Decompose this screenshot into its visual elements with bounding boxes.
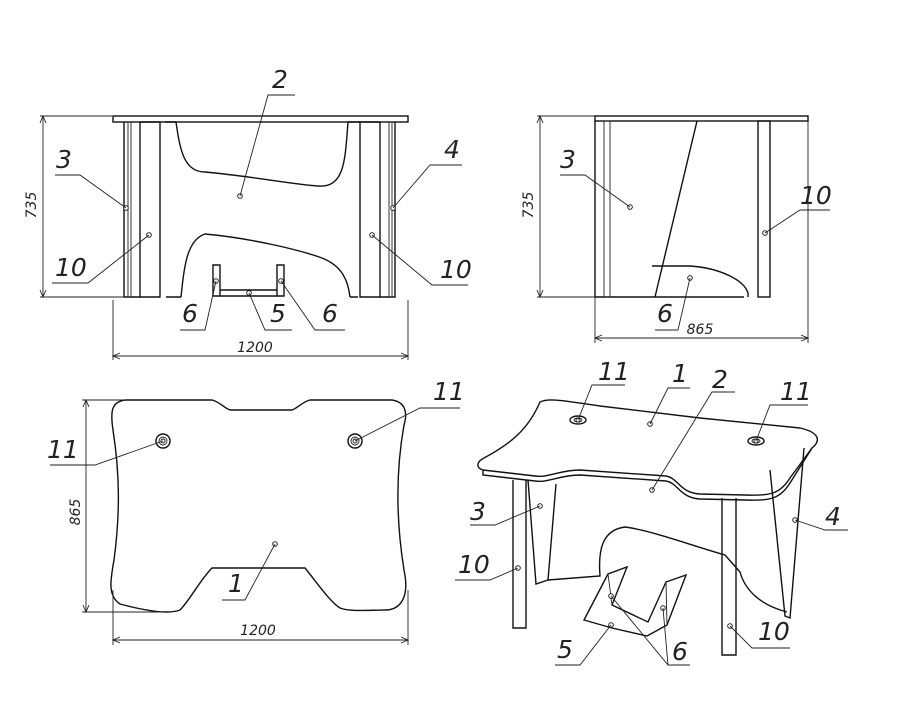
iso-grommet-left [569, 415, 587, 425]
front-left-leg [140, 121, 161, 298]
top-grommet-left [155, 433, 171, 449]
side-callout-3: 3 [560, 145, 576, 174]
iso-callout-1: 1 [672, 359, 688, 388]
front-right-leg [359, 121, 380, 298]
iso-callout-5: 5 [557, 635, 573, 664]
side-tabletop [594, 115, 809, 122]
top-depth-dim: 865 [68, 499, 84, 526]
iso-tabletop-top [477, 399, 819, 496]
front-height-dim: 735 [24, 192, 40, 219]
iso-callout-4: 4 [825, 502, 841, 531]
front-modesty-lower [180, 233, 351, 298]
side-callout-10: 10 [800, 181, 832, 210]
front-callout-2: 2 [272, 65, 288, 94]
side-height-dim: 735 [521, 192, 537, 219]
side-callout-6: 6 [657, 299, 673, 328]
iso-left-panel [527, 479, 557, 585]
side-panel-outline [594, 121, 744, 298]
iso-tabletop-edge [482, 447, 813, 501]
front-callout-6-left: 6 [182, 299, 198, 328]
front-callout-10-left: 10 [55, 253, 87, 282]
iso-right-panel [769, 447, 805, 620]
front-view: 735 1200 2 3 4 10 10 6 5 6 [24, 65, 472, 360]
iso-callout-10-right: 10 [758, 617, 790, 646]
side-view: 735 865 3 10 6 [521, 114, 832, 343]
iso-view: 11 1 2 11 3 4 10 10 5 6 [455, 357, 848, 666]
top-grommet-right [347, 433, 363, 449]
side-depth-dim: 865 [687, 322, 714, 338]
side-panel-diagonal [654, 120, 698, 298]
iso-callout-11-left: 11 [598, 357, 630, 386]
top-callout-11-right: 11 [433, 377, 465, 406]
front-callout-6-right: 6 [322, 299, 338, 328]
front-callout-3: 3 [56, 145, 72, 174]
front-callout-4: 4 [444, 135, 460, 164]
top-tabletop-outline [110, 399, 407, 613]
iso-callout-6: 6 [672, 637, 688, 666]
iso-right-leg [721, 498, 737, 656]
top-width-dim: 1200 [240, 623, 276, 639]
top-view: 865 1200 11 11 1 [47, 377, 465, 645]
top-callout-1: 1 [228, 569, 244, 598]
side-leg [757, 120, 771, 298]
front-footrest-shelf [220, 289, 277, 297]
side-footrest [652, 265, 749, 297]
iso-callout-11-right: 11 [780, 377, 812, 406]
front-callout-10-right: 10 [440, 255, 472, 284]
iso-modesty-panel [547, 526, 788, 613]
iso-callout-10-left: 10 [458, 550, 490, 579]
iso-callout-3: 3 [470, 497, 486, 526]
top-callout-11-left: 11 [47, 435, 79, 464]
front-callout-5: 5 [270, 299, 286, 328]
front-width-dim: 1200 [237, 340, 273, 356]
iso-left-leg [512, 480, 527, 629]
front-modesty-upper [175, 121, 349, 187]
iso-callout-2: 2 [712, 365, 728, 394]
iso-grommet-right [747, 436, 765, 446]
front-footrest-right [276, 264, 285, 297]
